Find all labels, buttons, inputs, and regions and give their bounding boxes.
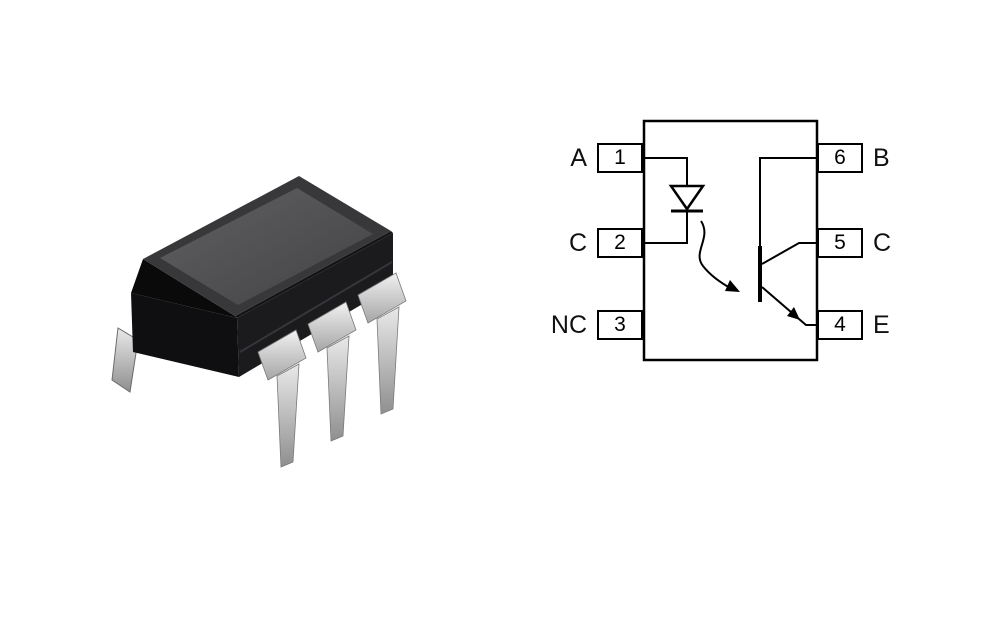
pin-label-cathode: C — [568, 228, 587, 257]
package-pin-middle — [307, 301, 357, 442]
light-arrow-icon — [698, 220, 740, 292]
package-pin-front — [257, 329, 307, 468]
package-pin-back — [357, 272, 407, 415]
dip-package-illustration — [111, 176, 407, 468]
pinout-schematic — [642, 119, 819, 362]
package-mold-seam — [239, 261, 393, 353]
package-pin-left — [111, 327, 139, 393]
pin-label-emitter: E — [873, 310, 890, 339]
package-top-face — [160, 188, 373, 305]
pin-label-anode: A — [570, 143, 587, 172]
pin-box-3: 3 — [597, 310, 643, 340]
pin-box-5: 5 — [817, 228, 863, 258]
package-front-face — [131, 293, 239, 377]
pin-label-collector: C — [873, 228, 892, 257]
ic-body-outline — [642, 119, 819, 362]
pin-label-base: B — [873, 143, 890, 172]
pin-label-nc: NC — [550, 310, 587, 339]
pin-box-2: 2 — [597, 228, 643, 258]
package-bevel-left — [131, 259, 237, 318]
package-bevel-right — [235, 231, 393, 318]
phototransistor-symbol — [758, 157, 818, 326]
pin-box-1: 1 — [597, 143, 643, 173]
pin-box-4: 4 — [817, 310, 863, 340]
pin-box-6: 6 — [817, 143, 863, 173]
package-right-face — [237, 233, 393, 377]
led-diode-symbol — [645, 157, 706, 244]
